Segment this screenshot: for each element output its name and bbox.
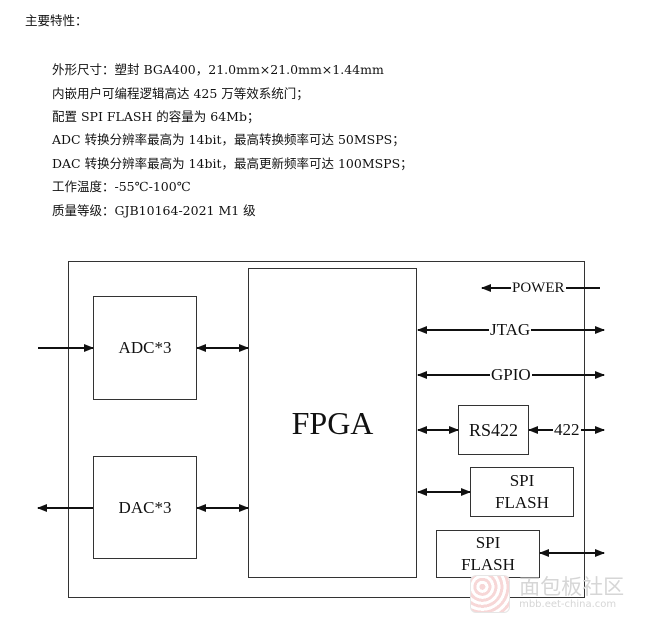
flash-label: FLASH — [461, 555, 515, 574]
watermark-logo-icon — [470, 575, 510, 613]
watermark-name: 面包板社区 — [519, 575, 625, 599]
heading: 主要特性： — [25, 13, 88, 28]
feature-dac: DAC 转换分辨率最高为 14bit，最高更新频率可达 100MSPS； — [52, 156, 413, 171]
feature-size: 外形尺寸：塑封 BGA400，21.0mm×21.0mm×1.44mm — [52, 62, 384, 77]
fpga-label: FPGA — [291, 405, 374, 441]
fpga-block: FPGA — [248, 268, 417, 578]
jtag-label: JTAG — [489, 320, 532, 339]
power-label: POWER — [511, 279, 566, 297]
port-422-label: 422 — [553, 420, 581, 439]
feature-quality: 质量等级：GJB10164-2021 M1 级 — [52, 203, 256, 218]
feature-flash: 配置 SPI FLASH 的容量为 64Mb； — [52, 109, 260, 124]
adc-label: ADC*3 — [118, 338, 172, 357]
spi-label: SPI — [509, 471, 535, 490]
gpio-label: GPIO — [490, 365, 532, 384]
dac-label: DAC*3 — [118, 497, 172, 517]
watermark: 面包板社区 mbb.eet-china.com — [470, 575, 624, 613]
feature-gates: 内嵌用户可编程逻辑高达 425 万等效系统门； — [52, 86, 309, 101]
spi-label: SPI — [475, 533, 501, 552]
rs422-block: RS422 — [458, 405, 529, 455]
feature-adc: ADC 转换分辨率最高为 14bit，最高转换频率可达 50MSPS； — [52, 132, 405, 147]
feature-temp: 工作温度：-55℃-100℃ — [52, 179, 191, 194]
spi-flash-block-1: SPI FLASH — [470, 467, 574, 517]
adc-block: ADC*3 — [93, 296, 197, 400]
spi-flash-block-2: SPI FLASH — [436, 530, 540, 578]
rs422-label: RS422 — [468, 420, 519, 440]
dac-block: DAC*3 — [93, 456, 197, 559]
watermark-url: mbb.eet-china.com — [519, 599, 617, 610]
flash-label: FLASH — [495, 493, 549, 512]
